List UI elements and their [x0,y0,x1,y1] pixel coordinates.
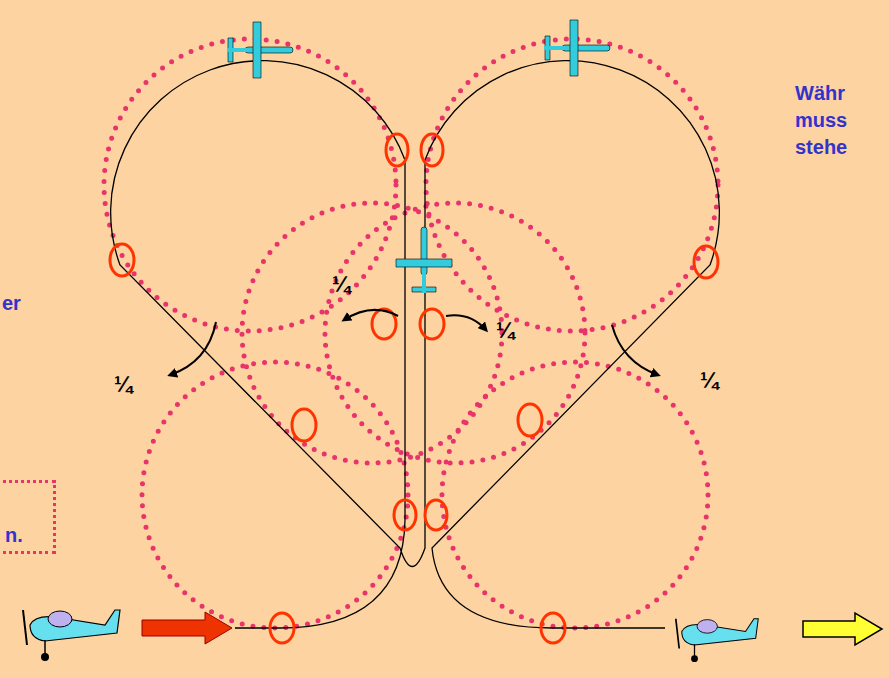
rotation-fraction: ¼ [332,272,350,297]
note-text: Währ [795,82,845,105]
rotation-fraction: ¼ [700,368,718,393]
note-text: stehe [795,136,847,159]
note-text: muss [795,109,847,132]
dotted-note-box: n. [0,480,56,554]
note-text: n. [5,524,23,547]
rotation-fraction: ¼ [496,318,514,343]
rotation-fraction: ¼ [114,372,132,397]
note-text: er [2,292,21,315]
